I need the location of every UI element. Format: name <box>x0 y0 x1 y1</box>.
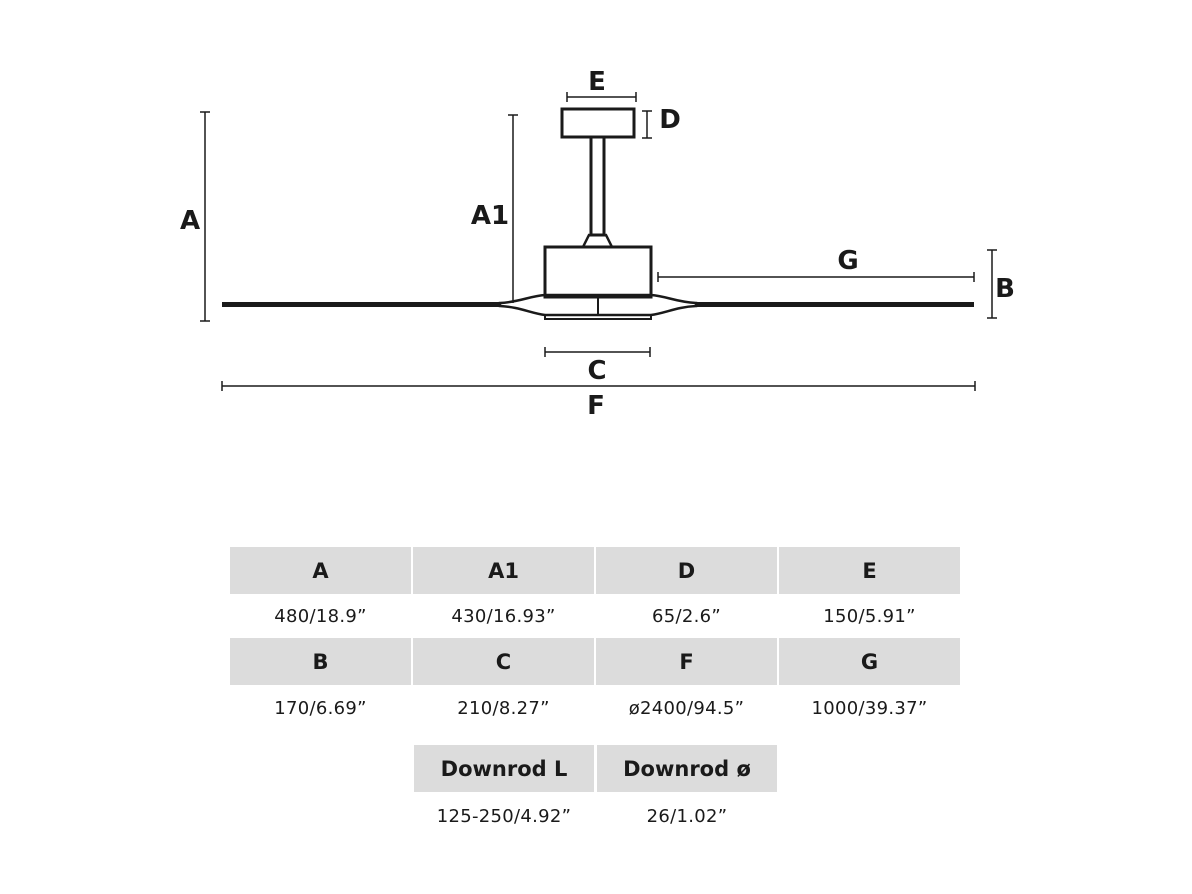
value-a: 480/18.9” <box>274 605 367 627</box>
header-d: D <box>596 547 777 594</box>
label-d: D <box>659 105 681 135</box>
dimension-e-line <box>566 92 637 102</box>
value-downrod-diameter: 26/1.02” <box>646 805 728 827</box>
header-f: F <box>596 638 777 685</box>
header-e: E <box>779 547 960 594</box>
label-f: F <box>587 391 605 421</box>
header-c: C <box>413 638 594 685</box>
header-a: A <box>230 547 411 594</box>
ceiling-canopy <box>560 107 636 139</box>
value-downrod-length: 125-250/4.92” <box>436 805 572 827</box>
fan-dimension-drawing: A A1 E D G B C F <box>180 67 1015 421</box>
value-d: 65/2.6” <box>651 605 722 627</box>
header-downrod-diameter: Downrod ø <box>597 745 777 792</box>
label-b: B <box>995 274 1015 304</box>
value-f: ø2400/94.5” <box>628 697 745 719</box>
header-downrod-length: Downrod L <box>414 745 594 792</box>
label-a1: A1 <box>471 201 509 231</box>
dimension-b-line <box>987 249 997 319</box>
dimension-d-line <box>642 110 652 139</box>
bottom-plate <box>544 314 652 320</box>
value-g: 1000/39.37” <box>811 697 928 719</box>
dimension-g-line <box>657 272 975 282</box>
dimension-f-line <box>221 381 976 391</box>
blade-left <box>222 302 500 307</box>
label-c: C <box>587 356 606 386</box>
header-b: B <box>230 638 411 685</box>
value-c: 210/8.27” <box>457 697 550 719</box>
dimension-a-line <box>200 111 210 322</box>
header-a1: A1 <box>413 547 594 594</box>
value-e: 150/5.91” <box>823 605 916 627</box>
motor-housing <box>543 245 653 299</box>
dimension-c-line <box>544 347 651 357</box>
value-b: 170/6.69” <box>274 697 367 719</box>
label-g: G <box>837 246 858 276</box>
header-g: G <box>779 638 960 685</box>
blade-right <box>696 302 974 307</box>
label-a: A <box>180 206 200 236</box>
downrod <box>589 135 606 237</box>
dimension-a1-line <box>508 114 518 303</box>
value-a1: 430/16.93” <box>451 605 556 627</box>
downrod-coupler <box>580 233 615 249</box>
label-e: E <box>588 67 606 97</box>
